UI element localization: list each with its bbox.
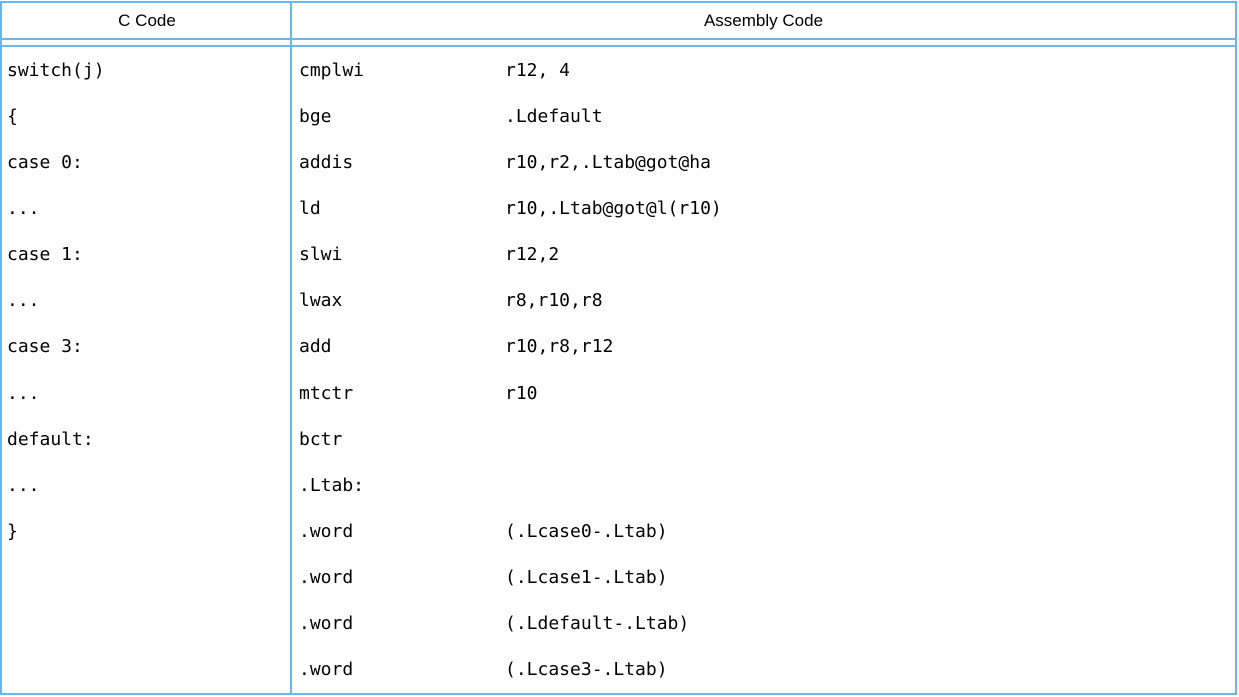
c-code-line: ... (7, 382, 40, 404)
asm-line: bge .Ldefault (292, 106, 1235, 127)
asm-mnemonic: bge (299, 105, 332, 127)
asm-line: cmplwi r12, 4 (292, 60, 1235, 81)
header-c-code: C Code (118, 10, 176, 30)
asm-operand: r10,r2,.Ltab@got@ha (505, 151, 711, 173)
table-row: default: bctr (2, 416, 1235, 462)
asm-operand (505, 475, 1235, 496)
asm-line: add r10,r8,r12 (292, 336, 1235, 357)
table-row: case 3: add r10,r8,r12 (2, 324, 1235, 370)
asm-operand: .Ldefault (505, 105, 603, 127)
asm-mnemonic: lwax (299, 290, 343, 312)
asm-mnemonic: .word (299, 567, 354, 589)
table-body: switch(j) cmplwi r12, 4 { bge .Ldefault … (2, 47, 1235, 693)
c-code-line: case 0: (7, 151, 83, 173)
asm-operand: r10,.Ltab@got@l(r10) (505, 197, 722, 219)
asm-mnemonic: bctr (299, 428, 343, 450)
header-rule-bottom (2, 45, 1235, 47)
asm-operand: r12,2 (505, 244, 560, 266)
table-row: ... .Ltab: (2, 462, 1235, 508)
header-rule-gap (2, 40, 1235, 45)
table-row: } .word (.Lcase0-.Ltab) (2, 508, 1235, 554)
table-row: .word (.Lcase3-.Ltab) (2, 647, 1235, 693)
asm-operand: r12, 4 (505, 59, 571, 81)
asm-operand: r8,r10,r8 (505, 290, 603, 312)
table-row: ... lwax r8,r10,r8 (2, 278, 1235, 324)
asm-line: .word (.Lcase1-.Ltab) (292, 567, 1235, 588)
asm-line: mtctr r10 (292, 383, 1235, 404)
column-divider (290, 3, 292, 693)
asm-line: .word (.Lcase3-.Ltab) (292, 659, 1235, 680)
asm-mnemonic: add (299, 336, 332, 358)
asm-operand: r10 (505, 382, 538, 404)
asm-line: ld r10,.Ltab@got@l(r10) (292, 198, 1235, 219)
asm-operand: (.Lcase3-.Ltab) (505, 659, 668, 681)
asm-mnemonic: slwi (299, 244, 343, 266)
header-assembly-code: Assembly Code (703, 10, 824, 30)
c-code-line: ... (7, 197, 40, 219)
asm-operand: (.Lcase0-.Ltab) (505, 520, 668, 542)
asm-mnemonic: addis (299, 151, 354, 173)
asm-operand: r10,r8,r12 (505, 336, 614, 358)
asm-operand: (.Ldefault-.Ltab) (505, 613, 690, 635)
asm-line: .word (.Lcase0-.Ltab) (292, 521, 1235, 542)
asm-mnemonic: .word (299, 659, 354, 681)
table-row: .word (.Ldefault-.Ltab) (2, 601, 1235, 647)
table-row: case 0: addis r10,r2,.Ltab@got@ha (2, 139, 1235, 185)
asm-mnemonic: .Ltab: (299, 474, 365, 496)
c-code-line: case 3: (7, 336, 83, 358)
table-row: ... ld r10,.Ltab@got@l(r10) (2, 185, 1235, 231)
asm-mnemonic: .word (299, 613, 354, 635)
asm-mnemonic: mtctr (299, 382, 354, 404)
asm-line: .Ltab: (292, 475, 1235, 496)
asm-operand (505, 429, 1235, 450)
c-code-line: ... (7, 290, 40, 312)
header-rule-top (2, 38, 1235, 40)
asm-line: .word (.Ldefault-.Ltab) (292, 613, 1235, 634)
c-code-line: case 1: (7, 244, 83, 266)
table-header-row: C Code Assembly Code (2, 3, 1235, 38)
asm-mnemonic: cmplwi (299, 59, 365, 81)
asm-line: addis r10,r2,.Ltab@got@ha (292, 152, 1235, 173)
c-code-line: switch(j) (7, 59, 105, 81)
asm-line: lwax r8,r10,r8 (292, 290, 1235, 311)
c-code-line: } (7, 520, 18, 542)
table-row: { bge .Ldefault (2, 93, 1235, 139)
asm-mnemonic: .word (299, 520, 354, 542)
asm-operand: (.Lcase1-.Ltab) (505, 567, 668, 589)
table-row: switch(j) cmplwi r12, 4 (2, 47, 1235, 93)
c-code-line: ... (7, 474, 40, 496)
asm-line: slwi r12,2 (292, 244, 1235, 265)
c-code-line: { (7, 105, 18, 127)
table-row: case 1: slwi r12,2 (2, 232, 1235, 278)
table-row: .word (.Lcase1-.Ltab) (2, 555, 1235, 601)
table-row: ... mtctr r10 (2, 370, 1235, 416)
asm-line: bctr (292, 429, 1235, 450)
c-code-line: default: (7, 428, 94, 450)
asm-mnemonic: ld (299, 197, 321, 219)
